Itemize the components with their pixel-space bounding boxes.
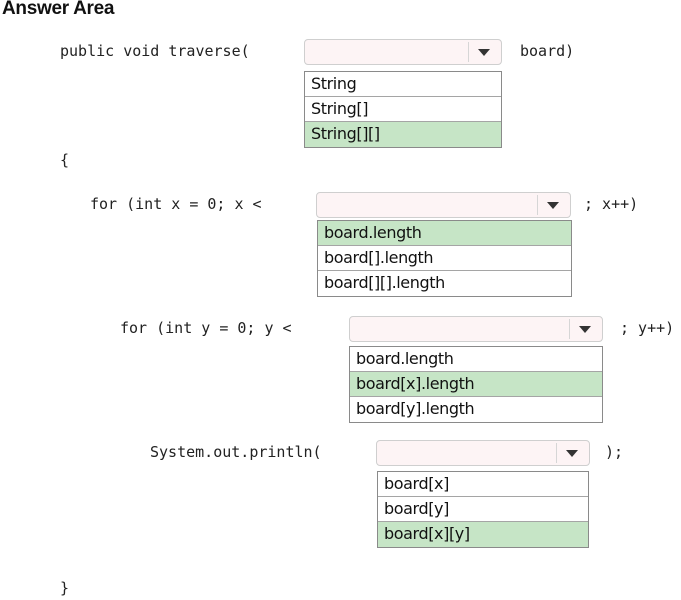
param-type-options: String String[] String[][] bbox=[304, 71, 502, 148]
chevron-down-icon bbox=[579, 325, 591, 333]
println-arg-dropdown[interactable] bbox=[376, 440, 590, 466]
option-board-y[interactable]: board[y] bbox=[378, 497, 588, 522]
option-board-length[interactable]: board.length bbox=[318, 221, 571, 246]
dropdown-arrow-button[interactable] bbox=[537, 195, 568, 215]
dropdown-arrow-button[interactable] bbox=[569, 319, 600, 339]
option-string-array[interactable]: String[] bbox=[305, 97, 501, 122]
answer-area-title: Answer Area bbox=[2, 0, 115, 19]
for-x-suffix: ; x++) bbox=[584, 195, 639, 213]
method-signature-suffix: board) bbox=[520, 42, 575, 60]
chevron-down-icon bbox=[566, 449, 578, 457]
println-arg-options: board[x] board[y] board[x][y] bbox=[377, 471, 589, 548]
for-x-prefix: for (int x = 0; x < bbox=[90, 195, 262, 213]
println-suffix: ); bbox=[605, 443, 624, 461]
open-brace: { bbox=[60, 151, 70, 169]
chevron-down-icon bbox=[478, 48, 490, 56]
inner-loop-bound-dropdown[interactable] bbox=[349, 316, 603, 342]
chevron-down-icon bbox=[547, 201, 559, 209]
method-signature-prefix: public void traverse( bbox=[60, 42, 250, 60]
dropdown-arrow-button[interactable] bbox=[468, 42, 499, 62]
for-y-prefix: for (int y = 0; y < bbox=[120, 319, 292, 337]
option-board-x-y[interactable]: board[x][y] bbox=[378, 522, 588, 547]
option-board-y-length[interactable]: board[y].length bbox=[356, 399, 475, 418]
for-y-suffix: ; y++) bbox=[620, 319, 675, 337]
option-board-x-length[interactable]: board[x].length bbox=[350, 372, 602, 397]
dropdown-arrow-button[interactable] bbox=[556, 443, 587, 463]
param-type-dropdown[interactable] bbox=[304, 39, 502, 65]
option-board-x[interactable]: board[x] bbox=[378, 472, 588, 497]
option-board-length[interactable]: board.length bbox=[350, 347, 602, 372]
outer-loop-bound-dropdown[interactable] bbox=[316, 192, 571, 218]
option-board-row-length[interactable]: board[].length bbox=[318, 246, 571, 271]
option-board-2d-length[interactable]: board[][].length bbox=[324, 273, 445, 292]
outer-loop-bound-options: board.length board[].length board[][].le… bbox=[317, 220, 572, 297]
close-brace: } bbox=[60, 579, 70, 597]
inner-loop-bound-options: board.length board[x].length board[y].le… bbox=[349, 346, 603, 423]
println-prefix: System.out.println( bbox=[150, 443, 322, 461]
option-string-2d-array[interactable]: String[][] bbox=[305, 122, 501, 147]
option-string[interactable]: String bbox=[305, 72, 501, 97]
